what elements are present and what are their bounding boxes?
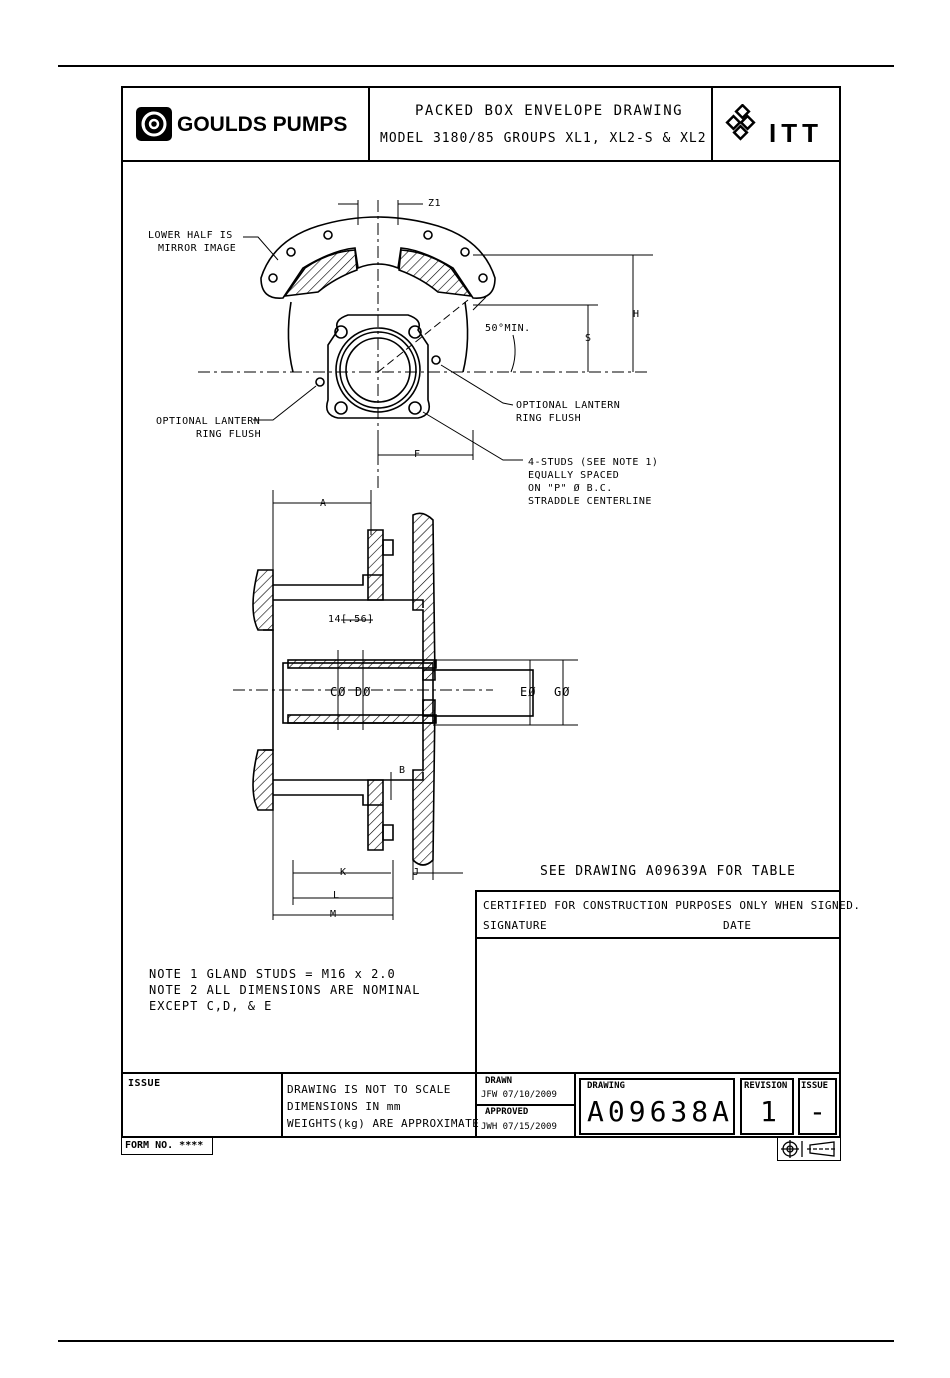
label-k: K xyxy=(340,867,347,878)
cert-text: CERTIFIED FOR CONSTRUCTION PURPOSES ONLY… xyxy=(483,899,861,912)
cert-top-line xyxy=(475,890,839,892)
label-l: L xyxy=(333,890,340,901)
label-lower-half-1: LOWER HALF IS xyxy=(148,230,233,241)
label-lantern-right-2: RING FLUSH xyxy=(516,413,582,424)
company-name: GOULDS PUMPS xyxy=(177,113,348,136)
label-studs-1: 4-STUDS (SEE NOTE 1) xyxy=(528,457,659,468)
form-number: FORM NO. **** xyxy=(125,1140,204,1151)
see-drawing-note: SEE DRAWING A09639A FOR TABLE xyxy=(540,864,796,879)
label-m: M xyxy=(330,909,337,920)
header-divider xyxy=(123,160,839,162)
issue-label: ISSUE xyxy=(128,1078,161,1089)
top-rule xyxy=(58,65,894,67)
approved-value: JWH 07/15/2009 xyxy=(481,1122,557,1132)
top-view xyxy=(198,200,653,490)
label-h: H xyxy=(633,309,640,320)
note-1: NOTE 1 GLAND STUDS = M16 x 2.0 xyxy=(149,967,396,981)
itt-logo: ITT xyxy=(725,102,835,148)
issue-value: - xyxy=(809,1095,826,1128)
label-studs-4: STRADDLE CENTERLINE xyxy=(528,496,652,507)
drawing-number: A09638A xyxy=(587,1095,734,1128)
label-e: EØ xyxy=(520,685,537,699)
drawn-value: JFW 07/10/2009 xyxy=(481,1090,557,1100)
drawn-label: DRAWN xyxy=(485,1076,513,1086)
label-g: GØ xyxy=(554,685,571,699)
drawing-label: DRAWING xyxy=(587,1081,625,1091)
note-3: EXCEPT C,D, & E xyxy=(149,999,273,1013)
label-b: B xyxy=(399,765,406,776)
drawn-approved-divider xyxy=(475,1104,574,1106)
title-block-sep-1 xyxy=(281,1072,283,1138)
title-block-top xyxy=(123,1072,839,1074)
label-lantern-left-1: OPTIONAL LANTERN xyxy=(156,416,261,427)
label-lantern-left-2: RING FLUSH xyxy=(196,429,262,440)
projection-symbol-box xyxy=(777,1137,841,1161)
label-d: DØ xyxy=(355,685,372,699)
header-separator-2 xyxy=(711,88,713,160)
cert-mid-line xyxy=(475,937,839,939)
drawing-frame: GOULDS PUMPS PACKED BOX ENVELOPE DRAWING… xyxy=(121,86,860,1138)
label-angle: 50°MIN. xyxy=(485,323,531,334)
revision-box xyxy=(740,1078,794,1135)
cert-date: DATE xyxy=(723,919,752,932)
label-studs-3: ON "P" Ø B.C. xyxy=(528,483,613,494)
label-a: A xyxy=(320,498,327,509)
title-line-2: MODEL 3180/85 GROUPS XL1, XL2-S & XL2 xyxy=(380,131,707,146)
goulds-logo-icon xyxy=(136,107,172,141)
label-j: J xyxy=(413,867,420,878)
section-view xyxy=(233,490,578,920)
scale-line-1: DRAWING IS NOT TO SCALE xyxy=(287,1083,451,1096)
third-angle-projection-icon xyxy=(781,1140,837,1158)
label-c: CØ xyxy=(330,685,347,699)
scale-line-3: WEIGHTS(kg) ARE APPROXIMATE xyxy=(287,1117,480,1130)
cert-left-line xyxy=(475,890,477,1072)
itt-logo-icon xyxy=(725,104,756,141)
label-z1: Z1 xyxy=(428,198,442,209)
title-line-1: PACKED BOX ENVELOPE DRAWING xyxy=(415,103,684,119)
scale-line-2: DIMENSIONS IN mm xyxy=(287,1100,401,1113)
title-block-sep-3 xyxy=(574,1072,576,1138)
technical-drawing xyxy=(198,200,653,920)
label-studs-2: EQUALLY SPACED xyxy=(528,470,620,481)
approved-label: APPROVED xyxy=(485,1107,529,1117)
issue-col-label: ISSUE xyxy=(801,1081,829,1091)
bottom-rule xyxy=(58,1340,894,1342)
cert-signature: SIGNATURE xyxy=(483,919,548,932)
issue-box xyxy=(798,1078,837,1135)
label-14: 14[.56] xyxy=(328,614,374,625)
label-f: F xyxy=(414,449,421,460)
note-2: NOTE 2 ALL DIMENSIONS ARE NOMINAL xyxy=(149,983,421,997)
form-number-box xyxy=(121,1137,213,1155)
drawing-number-box xyxy=(579,1078,735,1135)
header-separator-1 xyxy=(368,88,370,160)
revision-label: REVISION xyxy=(744,1081,788,1091)
label-lantern-right-1: OPTIONAL LANTERN xyxy=(516,400,621,411)
revision-value: 1 xyxy=(760,1095,777,1128)
brand-name: ITT xyxy=(769,118,823,148)
label-lower-half-2: MIRROR IMAGE xyxy=(158,243,237,254)
label-s: S xyxy=(585,333,592,344)
goulds-logo: GOULDS PUMPS xyxy=(135,106,360,142)
